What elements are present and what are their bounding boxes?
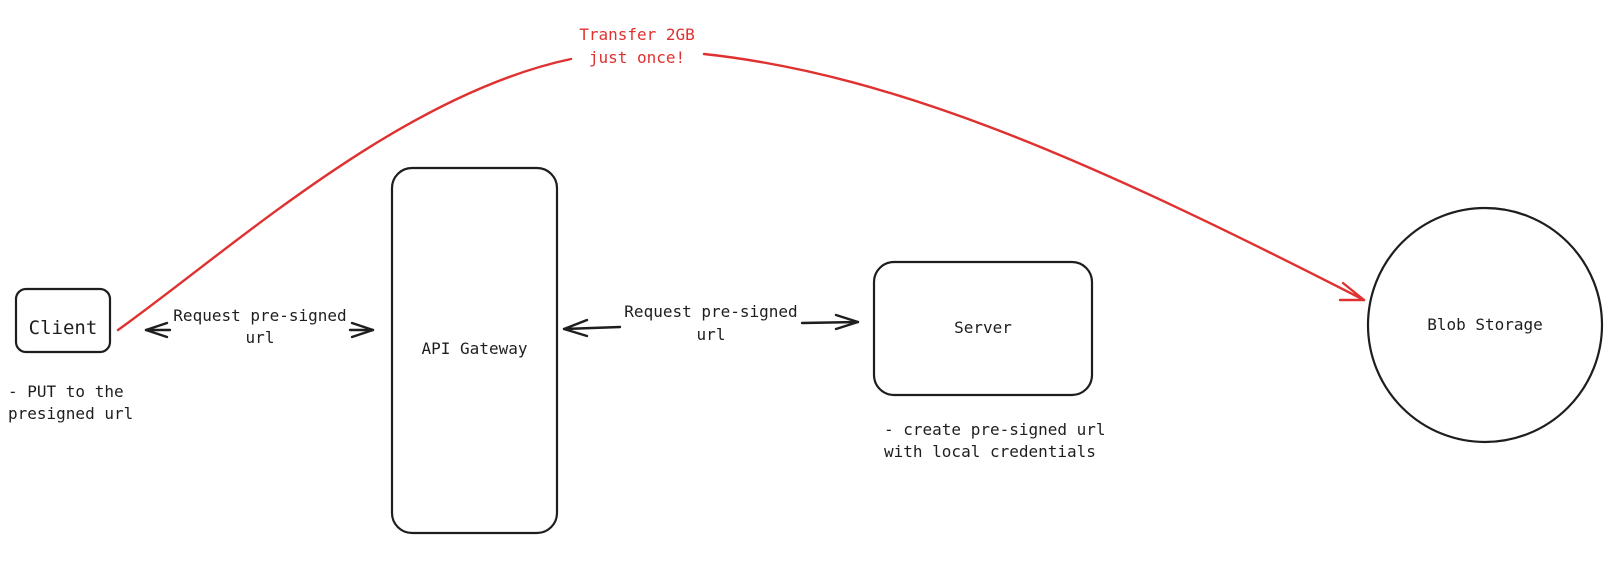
client-gateway-arrowhead-right — [350, 321, 375, 339]
client-label: Client — [28, 317, 98, 339]
client-node[interactable] — [14, 287, 112, 354]
gateway-server-label-line1: Request pre-signed — [624, 302, 798, 321]
client-blob-curve-right — [702, 52, 1366, 302]
client-gateway-label-line2: url — [245, 328, 275, 347]
server-label: Server — [954, 318, 1012, 337]
server-note-line2: with local credentials — [884, 442, 1096, 461]
api-gateway-node[interactable] — [390, 166, 559, 535]
gateway-server-arrowhead-left — [562, 318, 589, 338]
gateway-server-arrowhead-right — [834, 313, 860, 331]
client-note-line2: presigned url — [8, 404, 134, 423]
client-blob-arrow — [116, 52, 1366, 332]
gateway-server-label-line2: url — [696, 325, 726, 344]
client-note-line1: - PUT to the — [8, 382, 124, 401]
api-gateway-label: API Gateway — [421, 339, 528, 358]
gateway-server-line-left — [562, 325, 622, 331]
client-gateway-label-line1: Request pre-signed — [173, 306, 347, 325]
blob-storage-node[interactable] — [1366, 206, 1604, 444]
client-blob-label-line2: just once! — [588, 48, 686, 67]
gateway-server-line-right — [800, 320, 860, 325]
blob-storage-label: Blob Storage — [1427, 315, 1543, 334]
client-blob-curve-left — [116, 57, 573, 332]
gateway-server-arrow — [562, 313, 860, 338]
client-gateway-arrow — [144, 321, 375, 339]
server-note-line1: - create pre-signed url — [884, 420, 1106, 439]
client-gateway-arrowhead-left — [144, 321, 169, 339]
server-node[interactable] — [872, 260, 1094, 397]
client-blob-label-line1: Transfer 2GB — [579, 25, 695, 44]
client-blob-arrowhead — [1338, 281, 1366, 302]
